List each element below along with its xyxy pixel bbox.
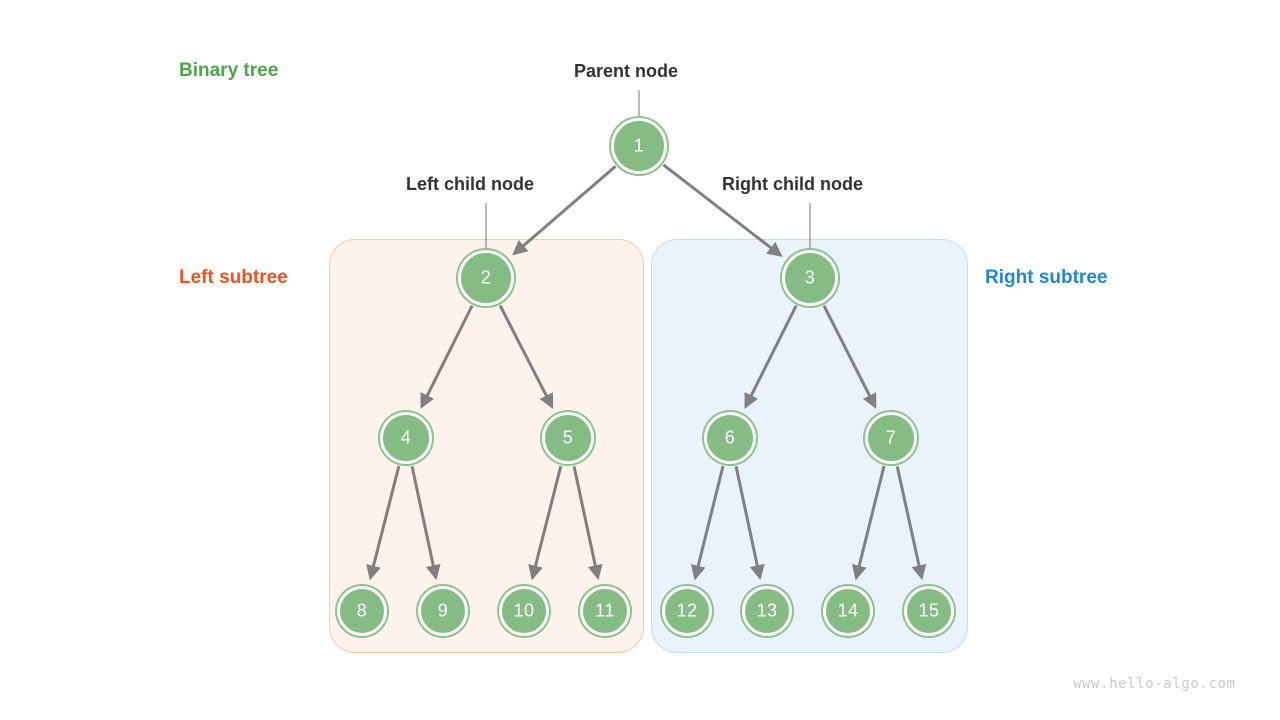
tree-node-2: 2	[458, 250, 514, 306]
tree-node-value: 10	[513, 600, 535, 621]
tree-edge-2-to-4	[420, 305, 474, 409]
caption-leader-lines	[485, 90, 811, 248]
tree-node-10: 10	[499, 586, 549, 636]
tree-node-value: 8	[356, 600, 368, 621]
tree-node-value: 1	[633, 135, 645, 156]
tree-node-value: 15	[918, 600, 940, 621]
right-subtree-label: Right subtree	[985, 267, 1108, 288]
tree-node-value: 5	[562, 427, 574, 448]
tree-edge-2-to-5	[498, 304, 554, 409]
tree-node-11: 11	[580, 586, 630, 636]
tree-node-value: 2	[480, 267, 492, 288]
tree-node-value: 3	[804, 267, 816, 288]
tree-node-value: 9	[437, 600, 449, 621]
tree-node-value: 13	[756, 600, 778, 621]
site-watermark: www.hello-algo.com	[1073, 676, 1236, 692]
parent-node-caption: Parent node	[574, 61, 679, 81]
tree-node-value: 6	[724, 427, 736, 448]
tree-node-1: 1	[611, 118, 667, 174]
tree-node-value: 4	[400, 427, 412, 448]
tree-node-13: 13	[742, 586, 792, 636]
left-subtree-label: Left subtree	[179, 267, 288, 288]
right-child-node-caption: Right child node	[722, 174, 863, 194]
tree-edge-1-to-3	[662, 163, 783, 257]
tree-edge-3-to-6	[744, 305, 798, 409]
tree-edge-5-to-10	[528, 465, 563, 581]
tree-node-3: 3	[782, 250, 838, 306]
tree-node-12: 12	[662, 586, 712, 636]
tree-edge-1-to-2	[512, 165, 617, 256]
tree-edge-6-to-12	[690, 465, 725, 581]
tree-node-value: 11	[595, 600, 615, 621]
tree-edge-5-to-11	[572, 466, 603, 581]
tree-node-value: 14	[837, 600, 859, 621]
tree-edge-3-to-7	[822, 304, 877, 409]
tree-edge-6-to-13	[734, 466, 765, 581]
tree-node-7: 7	[865, 412, 917, 464]
diagram-title: Binary tree	[179, 60, 279, 81]
tree-node-8: 8	[337, 586, 387, 636]
tree-edge-4-to-9	[410, 466, 441, 581]
tree-node-9: 9	[418, 586, 468, 636]
tree-node-value: 12	[676, 600, 698, 621]
tree-edge-7-to-14	[851, 465, 886, 581]
tree-node-15: 15	[904, 586, 954, 636]
left-child-node-caption: Left child node	[406, 174, 534, 194]
tree-node-6: 6	[704, 412, 756, 464]
tree-edge-4-to-8	[366, 465, 401, 581]
tree-node-5: 5	[542, 412, 594, 464]
tree-edge-7-to-15	[895, 465, 927, 581]
tree-node-14: 14	[823, 586, 873, 636]
tree-edges	[366, 163, 927, 581]
tree-node-value: 7	[885, 427, 897, 448]
tree-node-4: 4	[380, 412, 432, 464]
